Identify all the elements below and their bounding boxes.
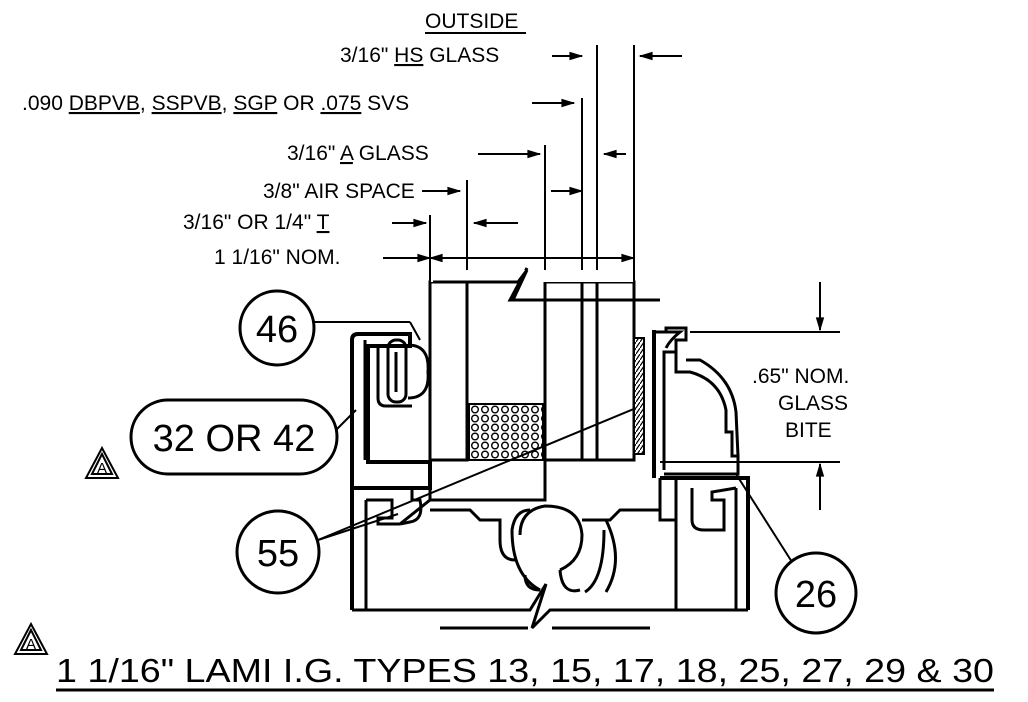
glass-bite-label-1: .65" NOM.: [752, 365, 849, 388]
revision-triangle-1: A: [84, 445, 120, 479]
frame-profile: [350, 326, 750, 630]
revision-triangle-2: A: [13, 621, 49, 655]
t-glass-label: 3/16" OR 1/4" T: [183, 211, 330, 234]
svg-text:32 OR 42: 32 OR 42: [153, 418, 316, 460]
glass-unit: [428, 45, 660, 462]
svg-text:A: A: [97, 460, 107, 477]
drawing-title: 1 1/16" LAMI I.G. TYPES 13, 15, 17, 18, …: [56, 652, 994, 689]
callout-26: 26: [735, 473, 858, 635]
callout-32-or-42: 32 OR 42: [129, 398, 357, 476]
svg-text:26: 26: [795, 574, 837, 616]
hs-glass-label: 3/16" HS GLASS: [340, 44, 499, 67]
callout-55: 55: [235, 407, 637, 595]
glazing-tape: [633, 337, 645, 455]
callout-46: 46: [238, 289, 421, 367]
glass-bite-label-2: GLASS: [778, 392, 848, 415]
svg-text:46: 46: [256, 309, 298, 351]
outside-label: OUTSIDE: [425, 10, 518, 33]
air-space-label: 3/8" AIR SPACE: [263, 180, 415, 203]
ig-spacer: [468, 403, 544, 461]
a-glass-label: 3/16" A GLASS: [287, 142, 429, 165]
glass-bite-label-3: BITE: [785, 419, 832, 442]
interlayer-label: .090 DBPVB, SSPVB, SGP OR .075 SVS: [22, 92, 409, 115]
nominal-label: 1 1/16" NOM.: [214, 246, 341, 269]
svg-text:55: 55: [257, 533, 299, 575]
svg-text:A: A: [26, 636, 36, 653]
